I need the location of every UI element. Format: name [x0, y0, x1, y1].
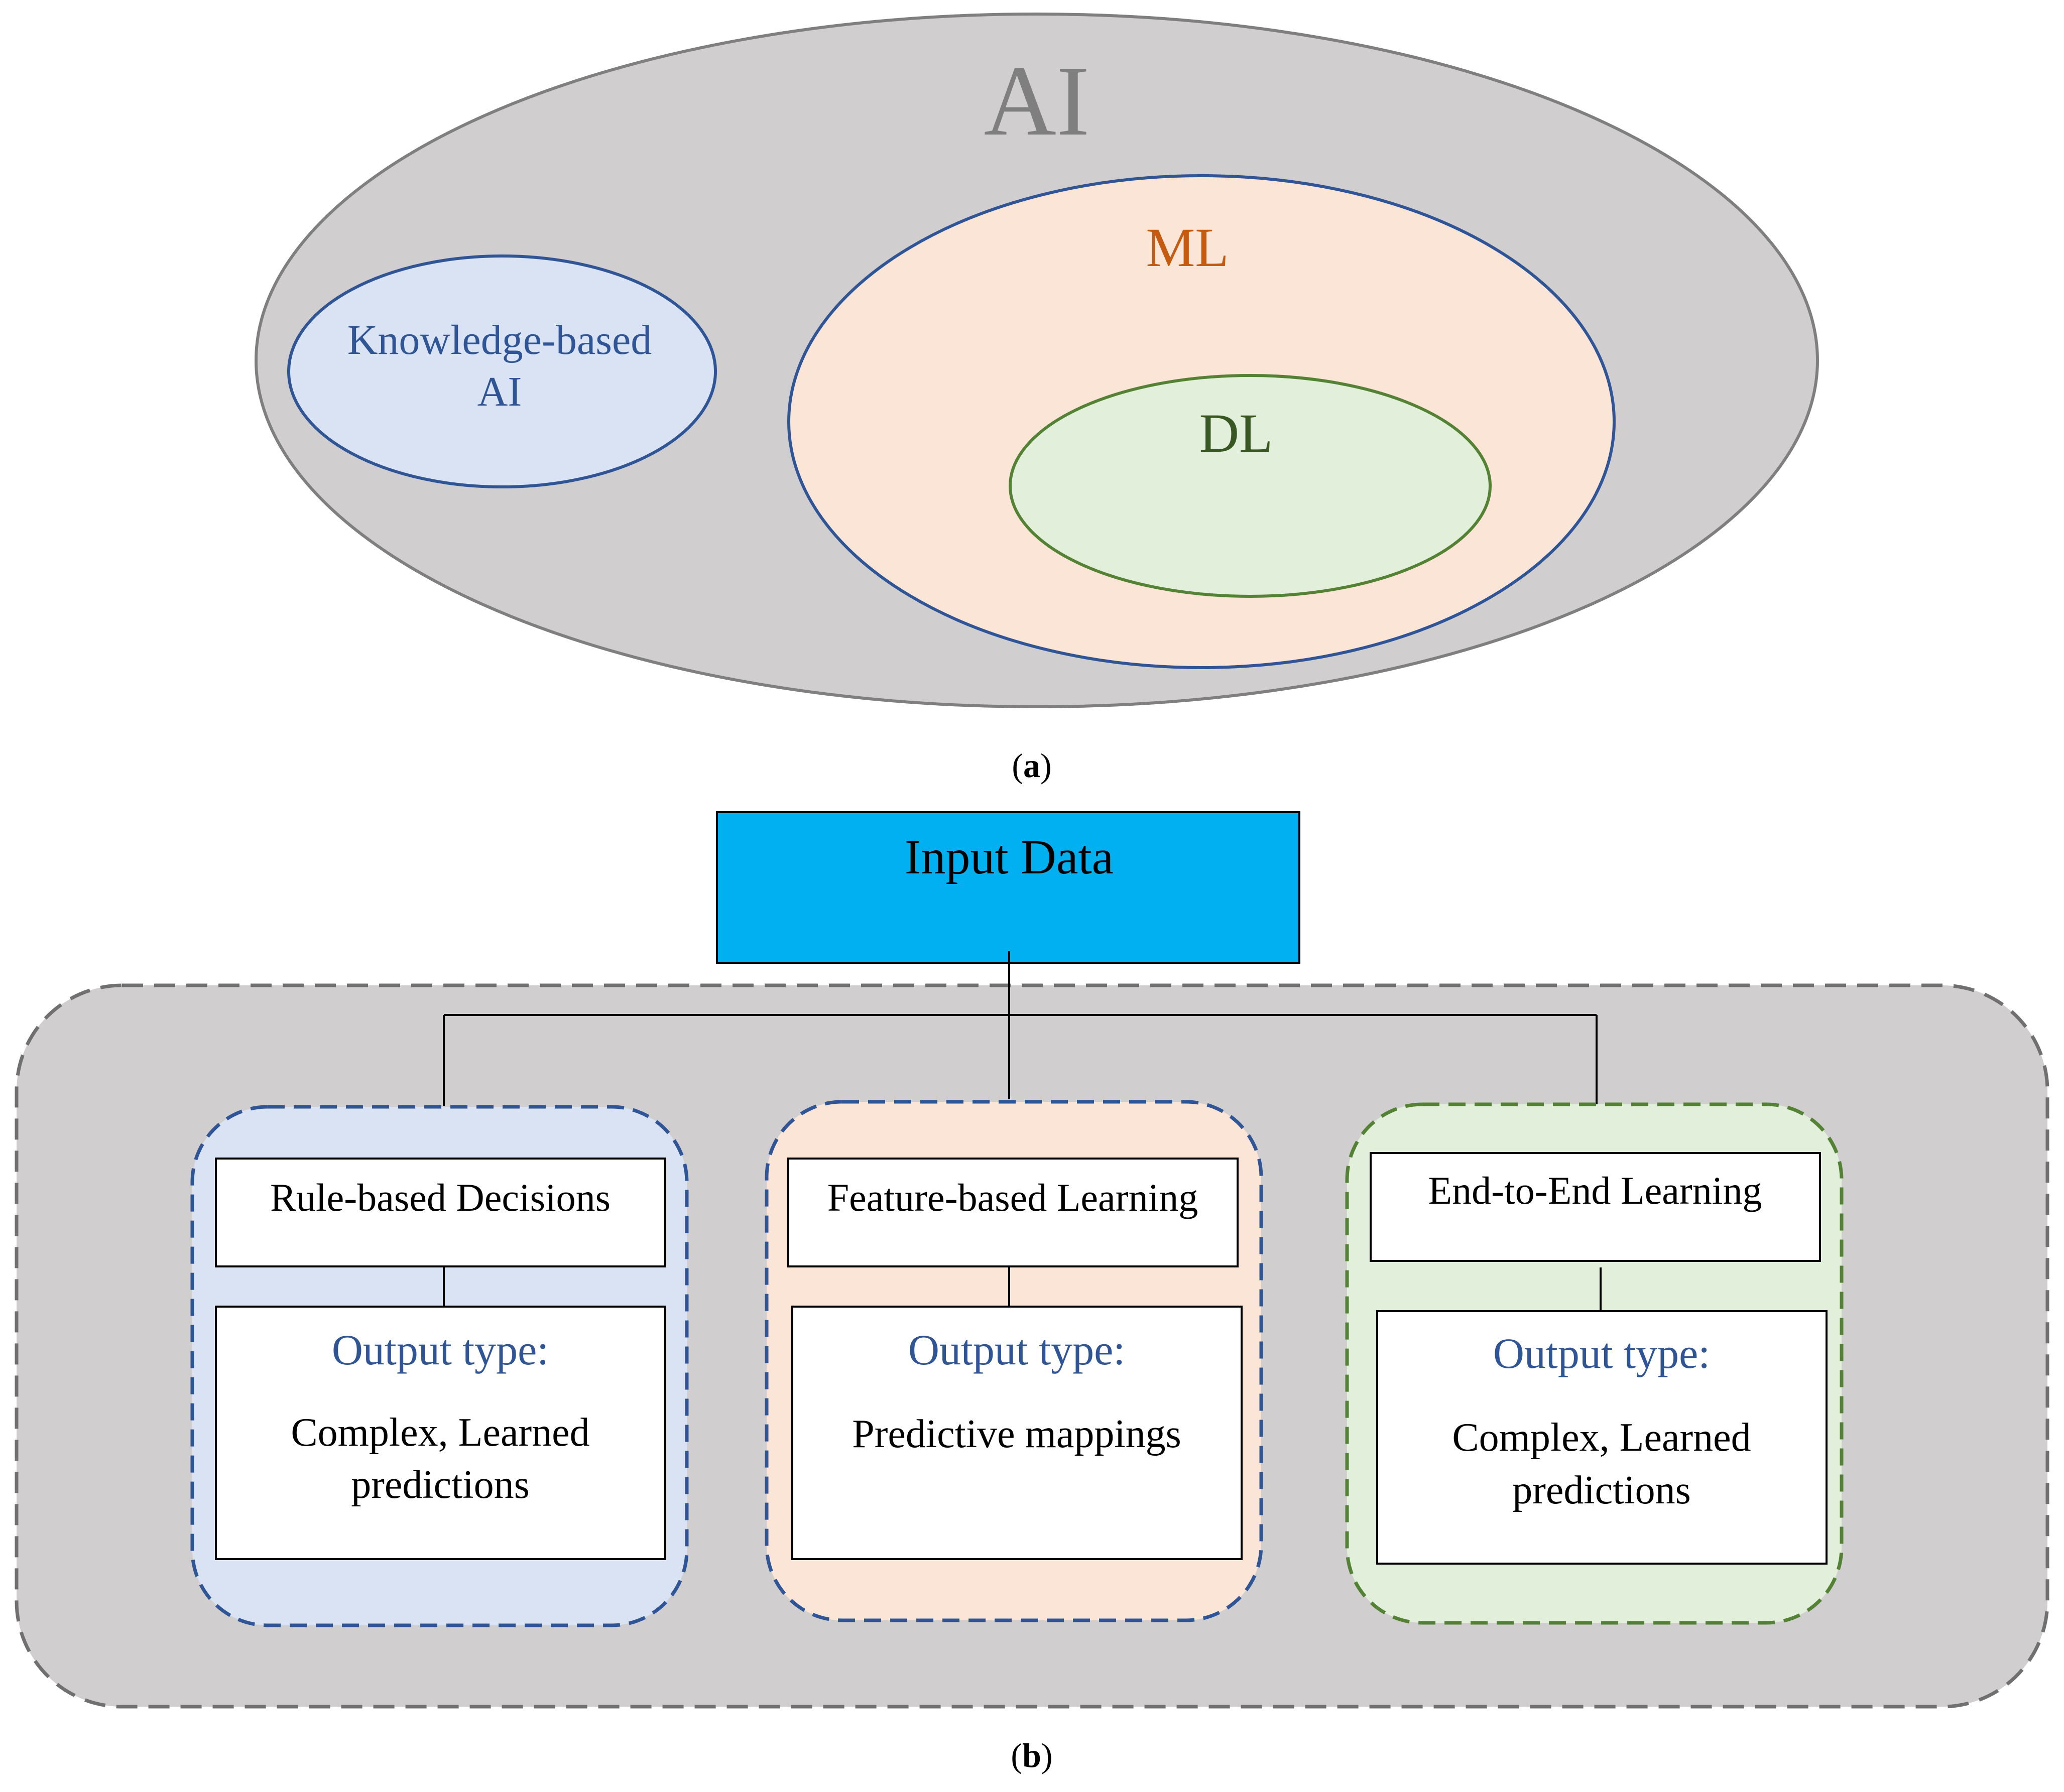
rule-based-output-heading: Output type: — [332, 1326, 549, 1374]
input-data-label: Input Data — [905, 830, 1114, 884]
dl-label: DL — [1199, 403, 1273, 464]
feature-based-title: Feature-based Learning — [827, 1176, 1198, 1219]
rule-based-title-box — [215, 1158, 666, 1267]
panel-b: Input Data Rule-based Decisions Output t… — [15, 811, 2049, 1774]
end-to-end-output-box — [1376, 1310, 1828, 1565]
connector-lines — [443, 951, 1598, 1106]
feature-based-output-line1: Predictive mappings — [852, 1412, 1181, 1456]
knowledge-based-label-line1: Knowledge-based — [347, 317, 652, 363]
caption-b: (b) — [1011, 1736, 1052, 1774]
caption-b-letter: b — [1022, 1736, 1041, 1774]
end-to-end-output-line1: Complex, Learned — [1452, 1416, 1751, 1460]
knowledge-based-label-line2: AI — [477, 368, 522, 415]
rule-based-title: Rule-based Decisions — [270, 1176, 611, 1219]
rule-based-output-line2: predictions — [351, 1463, 529, 1507]
end-to-end-output-line2: predictions — [1512, 1468, 1690, 1512]
caption-a: (a) — [1012, 746, 1051, 785]
panel-a: AI Knowledge-based AI ML DL (a) — [255, 13, 1819, 785]
dl-ellipse — [1009, 374, 1492, 598]
caption-a-letter: a — [1023, 746, 1040, 785]
rule-based-output-line1: Complex, Learned — [291, 1411, 589, 1455]
branch-rule-based: Rule-based Decisions Output type: Comple… — [190, 1105, 689, 1627]
end-to-end-title: End-to-End Learning — [1428, 1169, 1762, 1212]
knowledge-based-ai-ellipse — [287, 254, 717, 488]
rule-based-output-box — [215, 1306, 666, 1560]
end-to-end-title-box — [1370, 1152, 1821, 1262]
branch-end-to-end: End-to-End Learning Output type: Complex… — [1345, 1102, 1844, 1625]
ml-label: ML — [1146, 217, 1229, 278]
feature-based-output-box — [791, 1306, 1243, 1560]
branch-feature-based: Feature-based Learning Output type: Pred… — [765, 1100, 1263, 1622]
input-data-box — [716, 811, 1300, 964]
end-to-end-output-heading: Output type: — [1493, 1329, 1710, 1377]
ai-label: AI — [984, 46, 1089, 157]
feature-based-title-box — [787, 1158, 1239, 1267]
feature-based-output-heading: Output type: — [908, 1326, 1125, 1374]
